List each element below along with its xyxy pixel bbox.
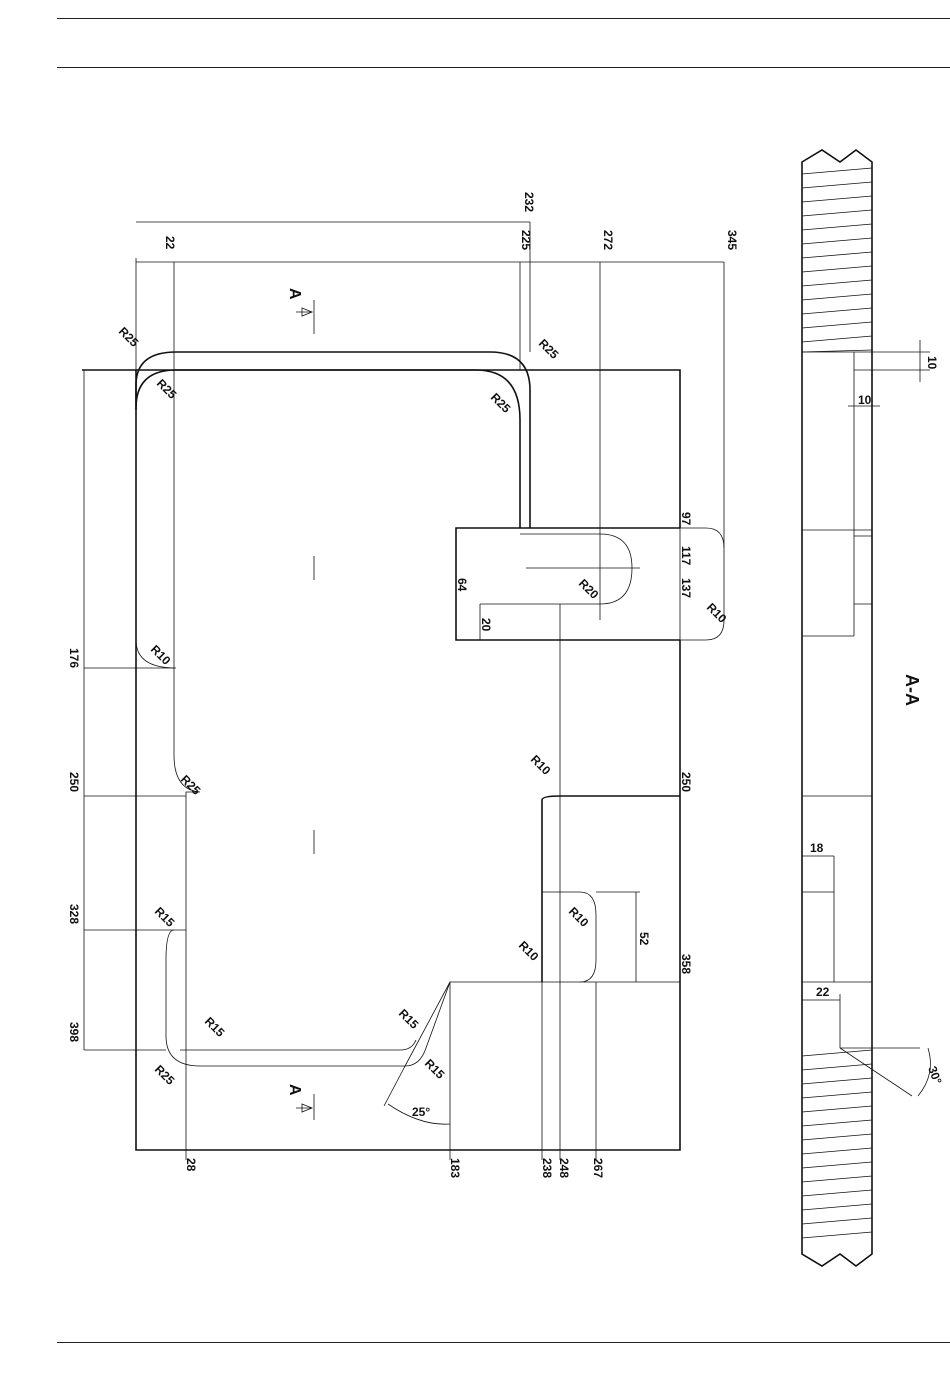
dim-left-176: 176 [67, 648, 81, 668]
dim-notch-20: 20 [479, 618, 493, 632]
dim-bottom-267: 267 [591, 1158, 605, 1178]
section-angle: 30° [925, 1064, 944, 1086]
radius-label: R25 [154, 376, 180, 402]
cut-label-bottom: A [286, 1084, 303, 1096]
radius-label: R15 [202, 1014, 228, 1040]
footer-rule [57, 1342, 950, 1343]
section-outline [802, 150, 872, 1266]
section-dim-10-right: 10 [925, 356, 939, 370]
inner-contour-2 [180, 930, 416, 1150]
dim-left-250: 250 [67, 772, 81, 792]
cutout-contour [136, 352, 530, 528]
header-rule-bottom [57, 67, 950, 68]
radius-label: R15 [422, 1056, 448, 1082]
dim-slot-52: 52 [637, 932, 651, 946]
dim-left-398: 398 [67, 1022, 81, 1042]
angle-label: 25° [412, 1105, 430, 1119]
dim-right-97: 97 [679, 512, 693, 526]
cut-arrow-bottom [296, 1104, 312, 1112]
dim-right-117: 117 [679, 546, 693, 566]
section-dim-22: 22 [816, 985, 830, 999]
dim-notch-64: 64 [455, 578, 469, 592]
section-lines [802, 340, 930, 1096]
radius-label: R25 [488, 390, 514, 416]
dim-left-328: 328 [67, 904, 81, 924]
radius-label: R15 [152, 904, 178, 930]
radius-label: R25 [116, 324, 142, 350]
slot-outline [542, 892, 596, 982]
section-title: A-A [902, 674, 922, 706]
dim-top-225: 225 [519, 230, 533, 250]
inner-contour [166, 370, 680, 1066]
dim-bottom-28: 28 [184, 1158, 198, 1172]
dim-right-358: 358 [679, 954, 693, 974]
cut-label-top: A [286, 288, 303, 300]
notch-slot [480, 534, 632, 604]
dim-right-137: 137 [679, 578, 693, 598]
dim-bottom-183: 183 [448, 1158, 462, 1178]
panel-outline [82, 370, 680, 1150]
dim-top-232: 232 [522, 192, 536, 212]
dim-top-272: 272 [601, 230, 615, 250]
dim-top-345: 345 [725, 230, 739, 250]
radius-label: R10 [516, 938, 542, 964]
dimension-labels: 232 22 225 272 345 176 250 328 398 97 11… [67, 192, 739, 1178]
radius-label: R25 [536, 336, 562, 362]
radius-label: R25 [152, 1062, 178, 1088]
cut-arrow-top [296, 308, 312, 316]
radius-label: R20 [576, 576, 602, 602]
radius-label: R15 [396, 1006, 422, 1032]
section-view-a-a: A-A 10 10 18 22 30° [802, 150, 945, 1266]
dim-top-22: 22 [163, 236, 177, 250]
header-rule-top [57, 18, 950, 19]
dim-right-250: 250 [679, 772, 693, 792]
dim-bottom-248: 248 [557, 1158, 571, 1178]
radius-label: R10 [528, 752, 554, 778]
radius-label: R10 [704, 600, 730, 626]
radius-label: R25 [178, 772, 204, 798]
section-dim-18: 18 [810, 841, 824, 855]
dim-bottom-238: 238 [540, 1158, 554, 1178]
section-dim-10: 10 [858, 393, 872, 407]
hatch-lower [802, 1050, 872, 1238]
hatch-upper [802, 168, 872, 352]
step-outline [542, 796, 680, 982]
radius-label: R10 [566, 904, 592, 930]
